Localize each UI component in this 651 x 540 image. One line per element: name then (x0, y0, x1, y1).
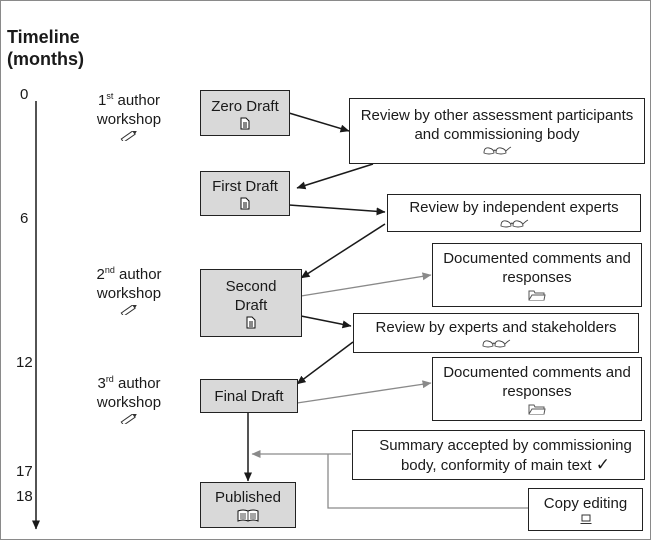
glasses-icon (500, 219, 529, 227)
arrow-first-to-independent (288, 204, 386, 216)
arrow-zero-to-review (288, 112, 350, 133)
month-tick-17: 17 (16, 463, 33, 480)
review-independent-box: Review by independent experts (387, 194, 641, 232)
month-tick-6: 6 (20, 210, 29, 227)
glasses-icon (482, 339, 511, 347)
second-draft-box: Second Draft (200, 269, 302, 337)
pencil-icon (120, 305, 138, 315)
month-tick-18: 18 (16, 488, 33, 505)
final-draft-box: Final Draft (200, 379, 298, 413)
pencil-icon (120, 131, 138, 141)
connector-copy-editing (327, 454, 528, 509)
folder-icon (528, 290, 546, 301)
summary-accepted-box: Summary accepted by commissioning body, … (352, 430, 645, 480)
month-tick-0: 0 (20, 86, 29, 103)
arrow-independent-to-second (300, 223, 386, 279)
zero-draft-box: Zero Draft (200, 90, 290, 136)
checkmark-icon: ✓ (595, 454, 611, 474)
documented-comments-box-2: Documented comments and responses (432, 243, 642, 307)
copy-editing-box: Copy editing (528, 488, 643, 531)
arrow-second-to-documented (300, 272, 432, 297)
author-workshop-2: 2nd author workshop (74, 265, 184, 315)
month-tick-12: 12 (16, 354, 33, 371)
arrow-review-to-first (296, 163, 374, 190)
arrow-second-to-stakeholders (300, 315, 352, 329)
open-book-icon (237, 509, 259, 522)
published-box: Published (200, 482, 296, 528)
folder-icon (528, 404, 546, 415)
review-participants-box: Review by other assessment participants … (349, 98, 645, 164)
document-icon (246, 316, 256, 329)
arrow-final-to-documented (296, 380, 432, 404)
laptop-icon (579, 514, 592, 524)
pencil-icon (120, 414, 138, 424)
author-workshop-1: 1st author workshop (74, 91, 184, 141)
document-icon (240, 197, 250, 210)
document-icon (240, 117, 250, 129)
review-stakeholders-box: Review by experts and stakeholders (353, 313, 639, 353)
glasses-icon (483, 146, 512, 155)
arrow-stakeholders-to-final (296, 341, 354, 385)
author-workshop-3: 3rd author workshop (74, 374, 184, 424)
documented-comments-box-3: Documented comments and responses (432, 357, 642, 421)
first-draft-box: First Draft (200, 171, 290, 216)
timeline-title: Timeline (months) (7, 27, 84, 69)
